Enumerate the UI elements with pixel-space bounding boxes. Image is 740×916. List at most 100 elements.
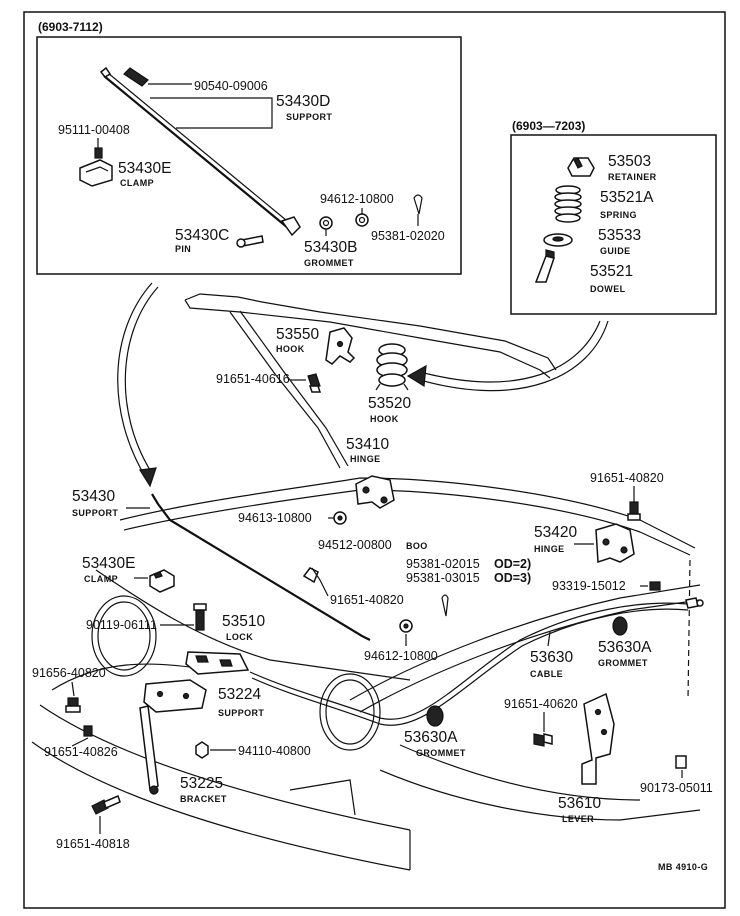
label-94612: 94612-10800 bbox=[364, 649, 438, 663]
clamp-53430E-inset bbox=[79, 159, 113, 187]
bolt-91651-40820-b bbox=[302, 567, 319, 584]
label-95111: 95111-00408 bbox=[58, 123, 130, 137]
lock-53510 bbox=[185, 651, 250, 675]
support-53224 bbox=[143, 679, 207, 713]
label-53430E: 53430E bbox=[82, 555, 135, 572]
inset-right-frame bbox=[510, 134, 717, 315]
label-53430: 53430 bbox=[72, 488, 115, 505]
label-95381: 95381-02020 bbox=[371, 229, 445, 243]
label-od2: OD=2) bbox=[494, 557, 531, 571]
label-90173: 90173-05011 bbox=[640, 781, 713, 795]
spring-53521A bbox=[554, 185, 582, 223]
hinge-53410 bbox=[355, 475, 395, 509]
label-53410: 53410 bbox=[346, 436, 389, 453]
label-53521A: 53521A bbox=[600, 189, 654, 206]
label-53430E-desc: CLAMP bbox=[84, 574, 118, 584]
label-53521A-desc: SPRING bbox=[600, 210, 637, 220]
label-91651-40616: 91651-40616 bbox=[216, 372, 290, 386]
screw-95111 bbox=[94, 147, 103, 159]
label-53430C-desc: PIN bbox=[175, 244, 191, 254]
label-94613: 94613-10800 bbox=[238, 511, 312, 525]
label-90119: 90119-06111 bbox=[86, 618, 157, 632]
label-53430D-desc: SUPPORT bbox=[286, 112, 332, 122]
label-53521: 53521 bbox=[590, 263, 633, 280]
front-bumper bbox=[39, 704, 411, 831]
label-53533: 53533 bbox=[598, 227, 641, 244]
label-53550-desc: HOOK bbox=[276, 344, 305, 354]
label-53430B-desc: GROMMET bbox=[304, 258, 354, 268]
inset-right: (6903—7203) 53503 RETAINER 53521A SPRING… bbox=[510, 119, 717, 315]
dowel-53521 bbox=[534, 255, 555, 283]
grommet-53430B bbox=[319, 216, 333, 230]
bracket-53225 bbox=[139, 705, 159, 792]
bolt-91651-40820-a bbox=[629, 501, 639, 515]
label-91651-40818: 91651-40818 bbox=[56, 837, 130, 851]
label-53610: 53610 bbox=[558, 795, 601, 812]
label-boo: BOO bbox=[406, 541, 428, 551]
clamp-53430E bbox=[149, 569, 175, 593]
clip-90540 bbox=[123, 67, 149, 87]
nut-94110 bbox=[195, 741, 209, 759]
label-53510-desc: LOCK bbox=[226, 632, 253, 642]
label-53430D: 53430D bbox=[276, 93, 330, 110]
label-93319: 93319-15012 bbox=[552, 579, 626, 593]
nut-90173 bbox=[675, 755, 687, 769]
label-53224-desc: SUPPORT bbox=[218, 708, 264, 718]
diagram-code: MB 4910-G bbox=[658, 862, 708, 872]
label-94612-inset: 94612-10800 bbox=[320, 192, 394, 206]
label-53630A-2-desc: GROMMET bbox=[416, 748, 466, 758]
grommet-53630A bbox=[612, 616, 628, 636]
inset-left: (6903-7112) 90540-09006 53430D SUPPORT 9… bbox=[36, 20, 462, 275]
label-94512: 94512-00800 bbox=[318, 538, 392, 552]
label-53521-desc: DOWEL bbox=[590, 284, 626, 294]
inset-left-frame bbox=[36, 36, 462, 275]
hinge-53420 bbox=[595, 523, 635, 564]
label-53225: 53225 bbox=[180, 775, 223, 792]
vehicle-body bbox=[31, 477, 701, 871]
bolt-91651-40620 bbox=[533, 733, 545, 747]
label-53533-desc: GUIDE bbox=[600, 246, 631, 256]
label-95381-03015: 95381-03015 bbox=[406, 571, 480, 585]
lever-53610 bbox=[581, 692, 615, 785]
label-od3: OD=3) bbox=[494, 571, 531, 585]
support-rod-53430D bbox=[103, 75, 289, 229]
label-53630A-2: 53630A bbox=[404, 729, 458, 746]
label-53430B: 53430B bbox=[304, 239, 357, 256]
label-53225-desc: BRACKET bbox=[180, 794, 227, 804]
grommet-53630A-2 bbox=[426, 705, 444, 727]
cable-53630 bbox=[249, 602, 689, 720]
label-53610-desc: LEVER bbox=[562, 814, 594, 824]
label-53224: 53224 bbox=[218, 686, 261, 703]
label-53510: 53510 bbox=[222, 613, 265, 630]
hook-53520 bbox=[375, 343, 409, 391]
label-53630A-desc: GROMMET bbox=[598, 658, 648, 668]
label-53503: 53503 bbox=[608, 153, 651, 170]
arrow-inset-right-to-hook bbox=[419, 320, 601, 383]
label-91651-40620: 91651-40620 bbox=[504, 697, 578, 711]
label-53420-desc: HINGE bbox=[534, 544, 565, 554]
support-rod-53430 bbox=[151, 493, 371, 641]
label-90540: 90540-09006 bbox=[194, 79, 268, 93]
cotter-pin-95381-main bbox=[441, 594, 449, 617]
outer-frame bbox=[23, 11, 726, 909]
headlight-left bbox=[91, 595, 157, 677]
hood-panel bbox=[184, 293, 557, 469]
label-53630: 53630 bbox=[530, 649, 573, 666]
label-53410-desc: HINGE bbox=[350, 454, 381, 464]
label-91651-40820-b: 91651-40820 bbox=[330, 593, 404, 607]
label-53630-desc: CABLE bbox=[530, 669, 563, 679]
label-91651-40820-a: 91651-40820 bbox=[590, 471, 664, 485]
label-91651-40826: 91651-40826 bbox=[44, 745, 118, 759]
cotter-pin-95381 bbox=[413, 194, 423, 215]
bolt-91651-40826 bbox=[83, 725, 93, 737]
bolt-90119 bbox=[195, 607, 205, 631]
inset-right-header: (6903—7203) bbox=[512, 119, 585, 133]
label-53550: 53550 bbox=[276, 326, 319, 343]
label-53430C: 53430C bbox=[175, 227, 229, 244]
label-53420: 53420 bbox=[534, 524, 577, 541]
label-53430-desc: SUPPORT bbox=[72, 508, 118, 518]
inset-left-header: (6903-7112) bbox=[38, 20, 103, 34]
label-53430E-inset: 53430E bbox=[118, 160, 171, 177]
label-53503-desc: RETAINER bbox=[608, 172, 657, 182]
